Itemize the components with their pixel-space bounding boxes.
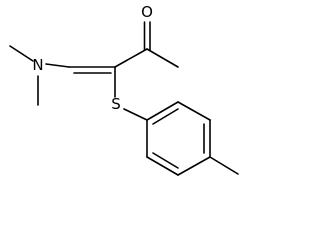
ring-bond-2 bbox=[177, 101, 211, 121]
carbonyl-to-alkene-bond bbox=[114, 48, 148, 68]
carbonyl-to-methyl-bond bbox=[146, 48, 179, 68]
para-methyl-bond bbox=[209, 156, 239, 175]
alkene-to-nitrogen-bond bbox=[45, 63, 70, 68]
sulfur-to-ring-bond bbox=[123, 108, 148, 121]
nitrogen-atom-label: N bbox=[32, 56, 43, 74]
ring-bond-1 bbox=[146, 101, 179, 121]
ring-inner-double-bond-1 bbox=[152, 108, 179, 125]
n-methyl-upper-bond bbox=[9, 45, 34, 62]
sulfur-atom-label: S bbox=[111, 95, 121, 113]
chemical-structure-diagram: O N S bbox=[9, 3, 239, 176]
ring-inner-double-bond-3 bbox=[152, 152, 179, 169]
oxygen-atom-label: O bbox=[141, 3, 153, 21]
ring-bond-5 bbox=[146, 156, 179, 176]
ring-bond-4 bbox=[177, 156, 211, 176]
